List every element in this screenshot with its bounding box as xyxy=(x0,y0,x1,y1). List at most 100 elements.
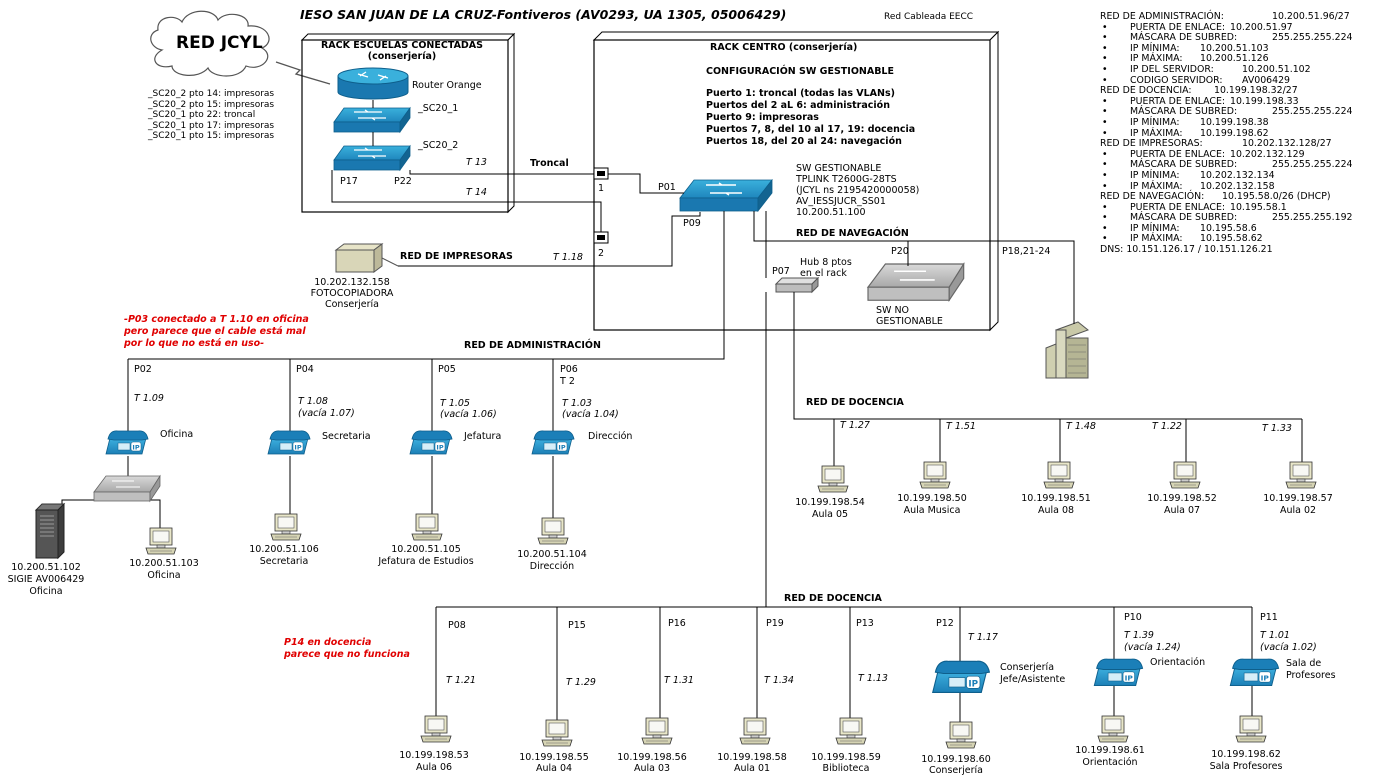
tap-label: T 1.33 xyxy=(1262,423,1292,434)
port-label: P05 xyxy=(438,364,456,375)
info-section-title: RED DE IMPRESORAS: xyxy=(1100,138,1203,150)
info-value: 255.255.255.224 xyxy=(1272,159,1353,171)
pc-ip: 10.199.198.54 xyxy=(795,497,865,508)
port-label: P08 xyxy=(448,620,466,631)
port-p17: P17 xyxy=(340,176,358,187)
port-legend: _SC20_2 pto 14: impresoras _SC20_2 pto 1… xyxy=(148,89,274,142)
pc-ip: 10.199.198.60 xyxy=(921,754,991,765)
info-value: 10.202.132.134 xyxy=(1200,169,1275,181)
hub-icon xyxy=(774,276,820,294)
port-p22: P22 xyxy=(394,176,412,187)
tap-label: T 1.31 xyxy=(664,675,694,686)
tap-label: T 1.21 xyxy=(446,675,476,686)
info-network: 10.199.198.32/27 xyxy=(1214,85,1298,97)
info-dns: DNS: 10.151.126.17 / 10.151.126.21 xyxy=(1100,244,1273,256)
tap-label-empty: (vacía 1.06) xyxy=(440,409,497,420)
pc-ip: 10.199.198.52 xyxy=(1147,493,1217,504)
info-value: 10.200.51.97 xyxy=(1230,21,1293,33)
pc-ip: 10.199.198.55 xyxy=(519,752,589,763)
pc-aula-08-icon xyxy=(1043,461,1075,489)
pc-jefatura-icon xyxy=(411,513,443,541)
rack-escuelas-box xyxy=(300,32,516,214)
switch-info-line: AV_IESSJUCR_SS01 xyxy=(796,196,886,207)
pc-ip: 10.199.198.61 xyxy=(1075,745,1145,756)
config-line: Puertos 7, 8, del 10 al 17, 19: docencia xyxy=(706,124,916,135)
config-line: Puertos del 2 aL 6: administración xyxy=(706,100,890,111)
switch-oficina-icon xyxy=(93,475,161,502)
info-key: IP MÍNIMA: xyxy=(1130,42,1180,54)
info-network: 10.202.132.128/27 xyxy=(1242,138,1332,150)
pc-name: Aula 05 xyxy=(811,509,849,520)
phone-label: Orientación xyxy=(1150,657,1206,668)
rack-escuelas-title: RACK ESCUELAS CONECTADAS xyxy=(320,40,484,51)
pc-ip: 10.199.198.50 xyxy=(897,493,967,504)
info-value: 10.200.51.103 xyxy=(1200,42,1269,54)
port-p07: P07 xyxy=(772,266,790,277)
tap-label: T 1.48 xyxy=(1066,421,1096,432)
cloud-icon xyxy=(150,10,270,77)
ip-phone-sala-profesores-icon xyxy=(1229,658,1280,687)
pc-name: Secretaria xyxy=(259,556,309,567)
pc-aula-01-icon xyxy=(739,717,771,745)
patch-port-1-icon xyxy=(593,167,609,180)
pc-name: Dirección xyxy=(529,561,575,572)
tap-t118: T 1.18 xyxy=(553,252,583,263)
phone-label: Dirección xyxy=(588,431,633,442)
info-key: PUERTA DE ENLACE: xyxy=(1130,95,1226,107)
pc-name: Jefatura de Estudios xyxy=(378,556,474,567)
info-value: 10.202.132.158 xyxy=(1200,180,1275,192)
port-label: P10 xyxy=(1124,612,1142,623)
pc-oficina-icon xyxy=(145,527,177,555)
switch-info-line: (JCYL ns 2195420000058) xyxy=(796,185,920,196)
patch-port-2-icon xyxy=(593,231,609,244)
phone-label: Jefatura xyxy=(464,431,502,442)
pc-ip: 10.200.51.104 xyxy=(517,549,587,560)
pc-name: Aula 08 xyxy=(1037,505,1075,516)
pc-ip: 10.199.198.51 xyxy=(1021,493,1091,504)
phone-label: Profesores xyxy=(1286,670,1336,681)
photocopier-icon xyxy=(334,243,399,273)
pc-aula-musica-icon xyxy=(919,461,951,489)
red-docencia-hub-label: RED DE DOCENCIA xyxy=(806,397,904,408)
pc-name: Oficina xyxy=(147,570,181,581)
ip-phone-jefatura-icon xyxy=(409,430,453,455)
note-p03: -P03 conectado a T 1.10 en oficina xyxy=(124,314,309,325)
info-value: 10.195.58.1 xyxy=(1230,201,1287,213)
pc-name: Biblioteca xyxy=(822,763,870,774)
printer-location: Conserjería xyxy=(324,299,380,310)
pc-orientacion-icon xyxy=(1097,715,1129,743)
pc-name: Conserjería xyxy=(928,765,984,776)
phone-label: Secretaria xyxy=(322,431,371,442)
pc-name: Sala Profesores xyxy=(1209,761,1283,772)
port-label: P13 xyxy=(856,618,874,629)
pc-name: Aula 07 xyxy=(1163,505,1201,516)
tap-label: T 1.39 xyxy=(1124,630,1154,641)
info-network: 10.200.51.96/27 xyxy=(1272,11,1350,22)
tap-label: T 1.13 xyxy=(858,673,888,684)
tap-label: T 1.51 xyxy=(946,421,976,432)
info-key: PUERTA DE ENLACE: xyxy=(1130,148,1226,160)
diagram-subtitle: Red Cableada EECC xyxy=(884,12,974,22)
config-line: Puerto 9: impresoras xyxy=(706,112,819,123)
tap-label: T 1.03 xyxy=(562,398,592,409)
pc-aula-06-icon xyxy=(420,715,452,743)
pc-aula-07-icon xyxy=(1169,461,1201,489)
info-value: 255.255.255.224 xyxy=(1272,32,1353,44)
info-value: 10.199.198.33 xyxy=(1230,95,1299,107)
hub-label: Hub 8 ptos xyxy=(800,257,852,268)
port-label: P16 xyxy=(668,618,686,629)
red-navegacion-label: RED DE NAVEGACIÓN xyxy=(796,228,909,239)
config-line: Puertos 18, del 20 al 24: navegación xyxy=(706,136,902,147)
legend-item: _SC20_1 pto 15: impresoras xyxy=(148,131,275,142)
pc-ip: 10.199.198.58 xyxy=(717,752,787,763)
pc-ip: 10.199.198.56 xyxy=(617,752,687,763)
tap-label: T 1.22 xyxy=(1152,421,1182,432)
pc-conserjeria-icon xyxy=(945,721,977,749)
server-location: Oficina xyxy=(29,586,63,597)
switch-gestionable-icon xyxy=(679,179,773,212)
router-orange-icon xyxy=(337,67,409,100)
pc-aula-04-icon xyxy=(541,719,573,747)
pc-secretaria-icon xyxy=(270,513,302,541)
ip-phone-secretaria-icon xyxy=(267,430,311,455)
diagram-title: IESO SAN JUAN DE LA CRUZ-Fontiveros (AV0… xyxy=(300,7,787,22)
